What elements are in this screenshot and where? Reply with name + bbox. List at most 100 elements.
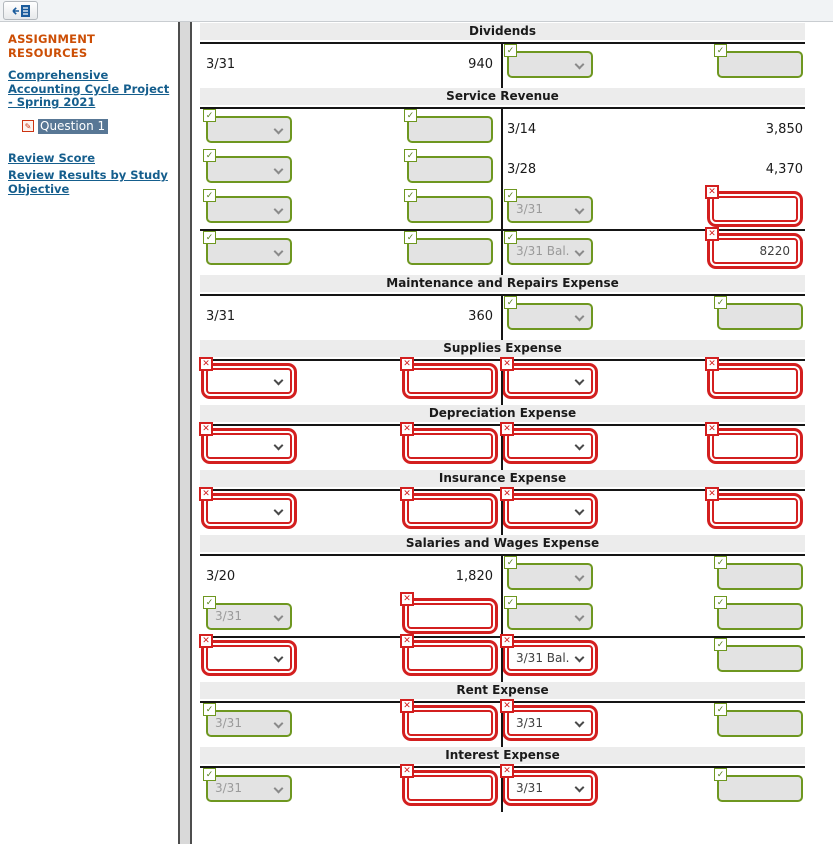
debit-date-cell: ✓ — [200, 230, 348, 271]
correct-check-icon: ✓ — [203, 595, 216, 609]
amount-input[interactable]: ✕ — [705, 185, 798, 222]
account-body: ✕ ✕ ✕ ✕ — [199, 487, 805, 535]
debit-amount-cell: ✕ — [348, 592, 498, 636]
widget-value: 3/31 Bal. — [516, 651, 570, 665]
t-account-row: ✓3/31✕✕3/31✓ — [200, 764, 805, 808]
amount-input: ✓ — [714, 555, 803, 590]
credit-amount-cell: ✕ — [653, 422, 805, 466]
sidebar-splitter[interactable] — [178, 22, 192, 844]
debit-date-cell: ✓ — [200, 108, 348, 149]
widget-value: 3/31 — [215, 715, 242, 730]
amount-input[interactable]: ✕8220 — [705, 227, 798, 264]
correct-check-icon: ✓ — [504, 555, 517, 569]
credit-date-cell: 3/28 — [498, 149, 653, 189]
assignment-link[interactable]: Comprehensive Accounting Cycle Project -… — [8, 68, 170, 110]
t-account-row: ✓ ✓ ✓3/31 Bal. ✕8220 — [200, 227, 805, 271]
incorrect-x-icon: ✕ — [400, 764, 414, 778]
widget-value: 3/31 — [215, 608, 242, 623]
credit-date-cell: ✕3/31 Bal. — [498, 634, 653, 678]
date-dropdown[interactable]: ✕3/31 Bal. — [500, 634, 593, 671]
debit-amount-cell: ✕ — [348, 422, 498, 466]
correct-check-icon: ✓ — [404, 108, 417, 122]
account-body: ✕✕✕✕ — [199, 422, 805, 470]
collapse-sidebar-button[interactable] — [3, 1, 38, 20]
amount-input[interactable]: ✕ — [400, 592, 493, 629]
amount-input[interactable]: ✕ — [705, 487, 798, 524]
correct-check-icon: ✓ — [203, 702, 216, 716]
amount-input[interactable]: ✕ — [400, 487, 493, 524]
date-dropdown[interactable]: ✕ — [500, 357, 593, 394]
sidebar-heading: ASSIGNMENT RESOURCES — [8, 32, 96, 60]
incorrect-x-icon: ✕ — [400, 487, 414, 501]
account-title: Interest Expense — [200, 747, 805, 764]
date-dropdown: ✓ — [504, 295, 593, 330]
review-results-link[interactable]: Review Results by Study Objective — [8, 168, 168, 196]
date-dropdown[interactable]: ✕ — [199, 487, 292, 524]
amount-text: 1,820 — [455, 568, 493, 584]
date-dropdown: ✓3/31 — [203, 595, 292, 630]
amount-input[interactable]: ✕ — [705, 422, 798, 459]
debit-amount-cell: ✕ — [348, 634, 498, 678]
amount-input[interactable]: ✕ — [400, 634, 493, 671]
amount-input[interactable]: ✕ — [705, 357, 798, 394]
date-text: 3/14 — [507, 121, 537, 137]
widget-value: 3/31 — [215, 780, 242, 795]
date-text: 3/31 — [206, 308, 236, 324]
amount-input[interactable]: ✕ — [400, 357, 493, 394]
correct-check-icon: ✓ — [203, 188, 216, 202]
debit-amount-cell: ✕ — [348, 357, 498, 401]
incorrect-x-icon: ✕ — [400, 699, 414, 713]
credit-date-cell: ✕ — [498, 487, 653, 531]
correct-check-icon: ✓ — [203, 230, 216, 244]
debit-date-cell: 3/31 — [200, 296, 348, 336]
widget-value: 3/31 — [516, 781, 543, 795]
date-dropdown[interactable]: ✕3/31 — [500, 699, 593, 736]
chevron-down-icon — [273, 164, 284, 174]
date-dropdown[interactable]: ✕3/31 — [500, 764, 593, 801]
chevron-down-icon — [574, 440, 585, 451]
t-account-row: ✓ ✓ 3/14 3,850 — [200, 108, 805, 149]
amount-input: ✓ — [714, 595, 803, 630]
question-label: Question 1 — [38, 118, 109, 134]
date-dropdown[interactable]: ✕ — [500, 422, 593, 459]
date-text: 3/20 — [206, 568, 236, 584]
amount-input: ✓ — [404, 230, 493, 265]
correct-check-icon: ✓ — [203, 148, 216, 162]
amount-input[interactable]: ✕ — [400, 422, 493, 459]
amount-input: ✓ — [714, 702, 803, 737]
amount-input[interactable]: ✕ — [400, 764, 493, 801]
credit-amount-cell: 3,850 — [653, 109, 805, 149]
amount-text: 360 — [468, 308, 493, 324]
credit-date-cell: ✓ — [498, 555, 653, 596]
amount-input: ✓ — [714, 767, 803, 802]
account-title: Depreciation Expense — [200, 405, 805, 422]
credit-date-cell: ✓ — [498, 595, 653, 636]
date-dropdown: ✓3/31 Bal. — [504, 230, 593, 265]
credit-amount-cell: ✓ — [653, 767, 805, 808]
debit-amount-cell: ✓ — [348, 188, 498, 229]
amount-input: ✓ — [404, 108, 493, 143]
correct-check-icon: ✓ — [714, 555, 727, 569]
date-dropdown[interactable]: ✕ — [199, 634, 292, 671]
amount-text: 3,850 — [765, 121, 803, 137]
credit-amount-cell: ✓ — [653, 43, 805, 84]
incorrect-x-icon: ✕ — [400, 634, 414, 648]
review-score-link[interactable]: Review Score — [8, 150, 95, 165]
date-dropdown[interactable]: ✕ — [199, 357, 292, 394]
widget-value: 3/31 Bal. — [516, 243, 570, 258]
date-dropdown: ✓ — [203, 148, 292, 183]
debit-amount-cell: ✕ — [348, 487, 498, 531]
sidebar-item-question-1[interactable]: ✎ Question 1 — [22, 118, 109, 134]
date-dropdown[interactable]: ✕ — [500, 487, 593, 524]
t-account: Supplies Expense✕✕✕✕ — [199, 340, 805, 405]
credit-amount-cell: ✓ — [653, 555, 805, 596]
credit-date-cell: ✓ — [498, 43, 653, 84]
date-dropdown[interactable]: ✕ — [199, 422, 292, 459]
debit-amount-cell: ✓ — [348, 108, 498, 149]
amount-text: 940 — [468, 56, 493, 72]
amount-input[interactable]: ✕ — [400, 699, 493, 736]
